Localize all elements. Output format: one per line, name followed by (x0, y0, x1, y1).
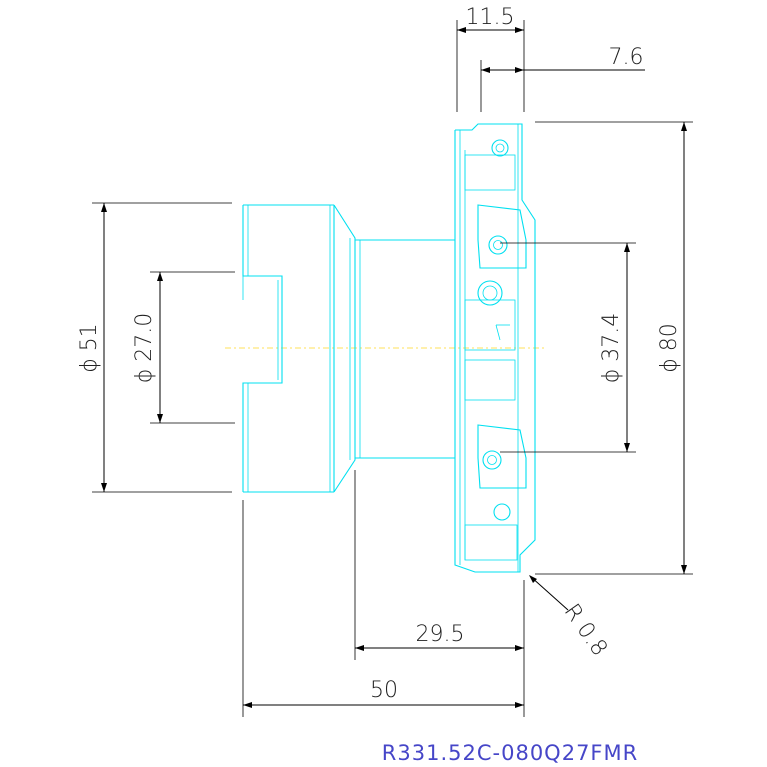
len-29-5-label: 29.5 (416, 622, 465, 647)
dia-37-4-label: ϕ 37.4 (599, 313, 624, 384)
cutter-body (242, 123, 536, 573)
dimension-radius: R 0.8 (529, 575, 612, 661)
dimension-dia-27: ϕ 27.0 (132, 271, 235, 424)
len-50-label: 50 (370, 678, 398, 703)
dimension-7-6: 7.6 (480, 45, 645, 112)
dim-11-5-label: 11.5 (466, 5, 515, 30)
dimension-dia-80: ϕ 80 (535, 121, 693, 575)
dimension-dia-37-4: ϕ 37.4 (500, 242, 636, 453)
dia-51-label: ϕ 51 (77, 323, 102, 373)
dim-7-6-label: 7.6 (609, 45, 644, 70)
dimension-50: 50 (242, 500, 524, 717)
dimension-11-5: 11.5 (456, 5, 525, 112)
dimension-dia-51: ϕ 51 (77, 202, 232, 493)
dimension-29-5: 29.5 (354, 470, 525, 717)
dia-27-label: ϕ 27.0 (132, 313, 157, 384)
radius-label: R 0.8 (559, 600, 612, 661)
dia-80-label: ϕ 80 (657, 323, 682, 373)
model-code: R331.52C-080Q27FMR (382, 741, 638, 765)
